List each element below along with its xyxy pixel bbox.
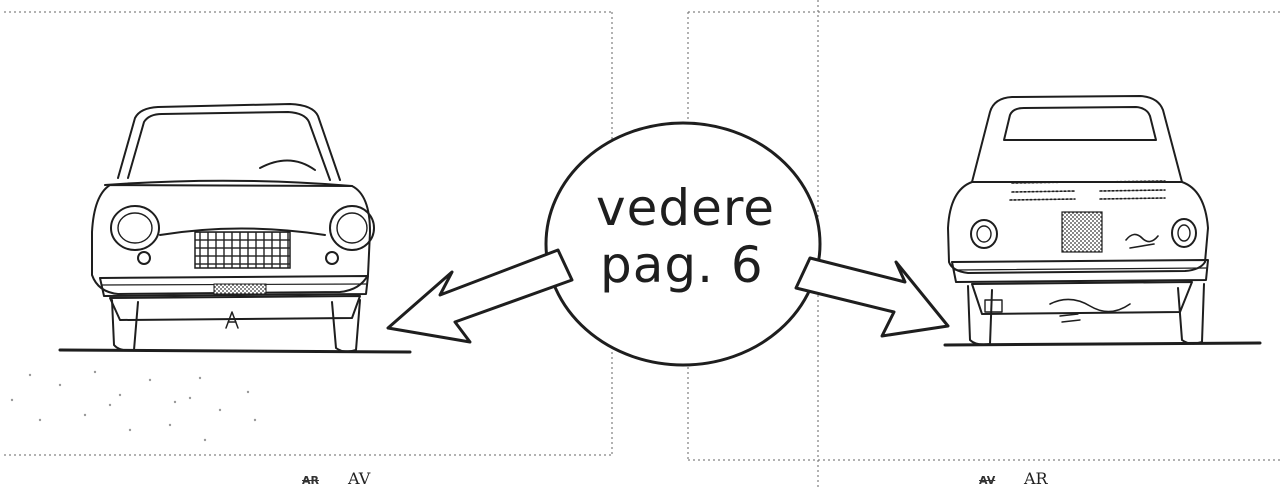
front-car-drawing	[58, 103, 412, 354]
scan-noise	[10, 370, 257, 442]
callout-line-2: pag. 6	[600, 236, 764, 294]
callout-circle	[544, 121, 822, 367]
front-caption: AV	[348, 469, 371, 488]
front-grille	[194, 231, 291, 269]
rear-car-drawing	[943, 95, 1262, 347]
front-caption-struck: AR	[302, 474, 319, 487]
front-plate	[213, 283, 267, 295]
arrow-left	[386, 248, 574, 344]
arrow-right	[794, 256, 950, 338]
rear-panel-frame	[687, 0, 1283, 489]
rear-plate	[1061, 211, 1103, 253]
rear-caption-struck: AV	[979, 474, 996, 487]
rear-caption: AR	[1024, 469, 1048, 488]
callout-line-1: vedere	[596, 179, 776, 237]
